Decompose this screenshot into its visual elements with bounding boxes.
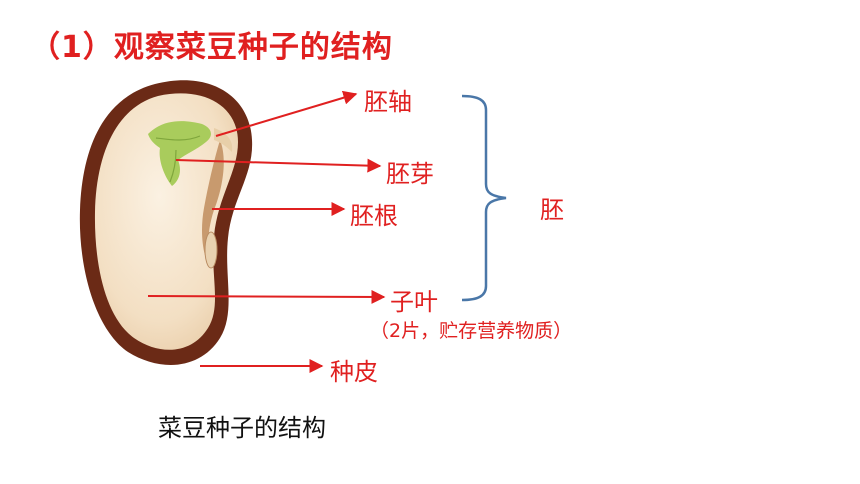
label-cotyledon-note: （2片，贮存营养物质） [370,320,573,342]
arrow-hypocotyl [215,90,358,137]
label-radicle: 胚根 [350,202,398,230]
label-cotyledon: 子叶 [390,288,438,316]
page-title: （1）观察菜豆种子的结构 [30,30,393,65]
hypocotyl-shape [214,128,233,152]
label-plumule: 胚芽 [386,160,434,188]
label-embryo: 胚 [540,196,564,224]
plumule-leaf-vein [155,135,201,183]
embryo-bracket [461,94,507,302]
label-seed-coat: 种皮 [330,358,378,386]
figure-caption: 菜豆种子的结构 [158,414,326,442]
cotyledon-shape [94,93,238,350]
arrow-cotyledon [147,289,386,304]
radicle-tip [204,231,218,269]
arrow-plumule [175,158,382,173]
label-hypocotyl: 胚轴 [364,88,412,116]
